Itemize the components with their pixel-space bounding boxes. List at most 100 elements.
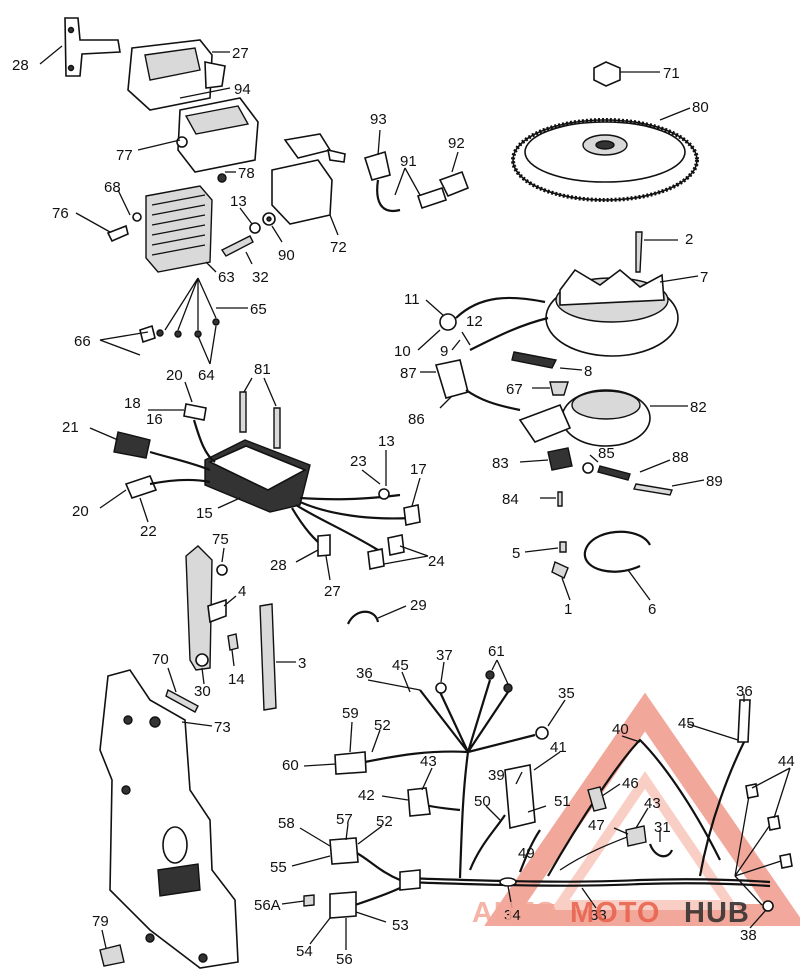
watermark-part3: HUB xyxy=(684,897,750,929)
bracket-28 xyxy=(64,17,121,77)
callout-83: 83 xyxy=(492,455,509,472)
washer-13 xyxy=(249,222,261,234)
stator-7 xyxy=(545,268,679,357)
mounting-plate-73 xyxy=(99,669,239,969)
callout-79: 79 xyxy=(92,913,109,930)
callout-6: 6 xyxy=(648,601,656,618)
bolt-2 xyxy=(635,231,643,273)
callout-67: 67 xyxy=(506,381,523,398)
callout-78: 78 xyxy=(238,165,255,182)
callout-56: 56 xyxy=(336,951,353,968)
callout-47: 47 xyxy=(588,817,605,834)
callout-41: 41 xyxy=(550,739,567,756)
callout-72: 72 xyxy=(330,239,347,256)
callout-9: 9 xyxy=(440,343,448,360)
callout-43: 43 xyxy=(420,753,437,770)
connector-86 xyxy=(434,359,521,412)
callout-94: 94 xyxy=(234,81,251,98)
callout-65: 65 xyxy=(250,301,267,318)
callout-76: 76 xyxy=(52,205,69,222)
callout-46: 46 xyxy=(622,775,639,792)
callout-43b: 43 xyxy=(644,795,661,812)
grommet-16 xyxy=(183,403,216,463)
callout-2: 2 xyxy=(685,231,693,248)
callout-24: 24 xyxy=(428,553,445,570)
callout-28b: 28 xyxy=(270,557,287,574)
callout-28: 28 xyxy=(12,57,29,74)
harness-24 xyxy=(291,488,421,570)
trigger-82 xyxy=(518,389,651,447)
strip-3 xyxy=(259,603,277,711)
callout-52b: 52 xyxy=(376,813,393,830)
screw-5 xyxy=(559,541,567,553)
callout-61: 61 xyxy=(488,643,505,660)
clip-1 xyxy=(551,561,569,579)
callout-84: 84 xyxy=(502,491,519,508)
spring-88 xyxy=(597,465,631,481)
ignition-coil-72 xyxy=(271,133,346,225)
callout-89: 89 xyxy=(706,473,723,490)
callout-57: 57 xyxy=(336,811,353,828)
callout-45b: 45 xyxy=(678,715,695,732)
leader-lines xyxy=(39,45,791,950)
nut-71 xyxy=(593,61,621,87)
callout-13: 13 xyxy=(230,193,247,210)
callout-23: 23 xyxy=(350,453,367,470)
callout-49: 49 xyxy=(518,845,535,862)
connector-21 xyxy=(113,431,211,472)
callout-87: 87 xyxy=(400,365,417,382)
spark-plug-boot-93 xyxy=(363,150,401,213)
clip-29 xyxy=(346,610,380,625)
callout-93: 93 xyxy=(370,111,387,128)
callout-20: 20 xyxy=(166,367,183,384)
main-harness-33 xyxy=(303,670,793,919)
callout-88: 88 xyxy=(672,449,689,466)
callout-60: 60 xyxy=(282,757,299,774)
callout-35: 35 xyxy=(558,685,575,702)
callout-12: 12 xyxy=(466,313,483,330)
callout-92: 92 xyxy=(448,135,465,152)
callout-30: 30 xyxy=(194,683,211,700)
regulator-63 xyxy=(132,185,213,273)
power-pack-15 xyxy=(204,439,311,513)
washer-85 xyxy=(582,462,594,474)
callout-11: 11 xyxy=(404,291,420,308)
callout-68: 68 xyxy=(104,179,121,196)
callout-71: 71 xyxy=(663,65,680,82)
callout-55: 55 xyxy=(270,859,287,876)
callout-27: 27 xyxy=(232,45,249,62)
callout-81: 81 xyxy=(254,361,271,378)
callout-14: 14 xyxy=(228,671,245,688)
connector-11 xyxy=(439,296,549,351)
callout-51: 51 xyxy=(554,793,571,810)
callout-90: 90 xyxy=(278,247,295,264)
callout-13b: 13 xyxy=(378,433,395,450)
callout-31: 31 xyxy=(654,819,671,836)
connector-22 xyxy=(124,475,211,499)
callout-40: 40 xyxy=(612,721,629,738)
callout-82: 82 xyxy=(690,399,707,416)
callout-54: 54 xyxy=(296,943,313,960)
wire-leads-65 xyxy=(139,277,220,344)
callout-36: 36 xyxy=(356,665,373,682)
callout-34: 34 xyxy=(504,907,521,924)
callout-80: 80 xyxy=(692,99,709,116)
callout-21: 21 xyxy=(62,419,79,436)
callout-4: 4 xyxy=(238,583,246,600)
callout-86: 86 xyxy=(408,411,425,428)
callout-37: 37 xyxy=(436,647,453,664)
screw-76 xyxy=(106,224,129,243)
callout-85: 85 xyxy=(598,445,615,462)
callout-8: 8 xyxy=(584,363,592,380)
rectifier-94 xyxy=(176,97,259,173)
callout-91: 91 xyxy=(400,153,417,170)
callout-59: 59 xyxy=(342,705,359,722)
screw-78 xyxy=(217,173,227,183)
callout-36b: 36 xyxy=(736,683,753,700)
callout-73: 73 xyxy=(214,719,231,736)
callout-58: 58 xyxy=(278,815,295,832)
callout-38: 38 xyxy=(740,927,757,944)
screw-89 xyxy=(633,483,673,496)
callout-33: 33 xyxy=(590,907,607,924)
